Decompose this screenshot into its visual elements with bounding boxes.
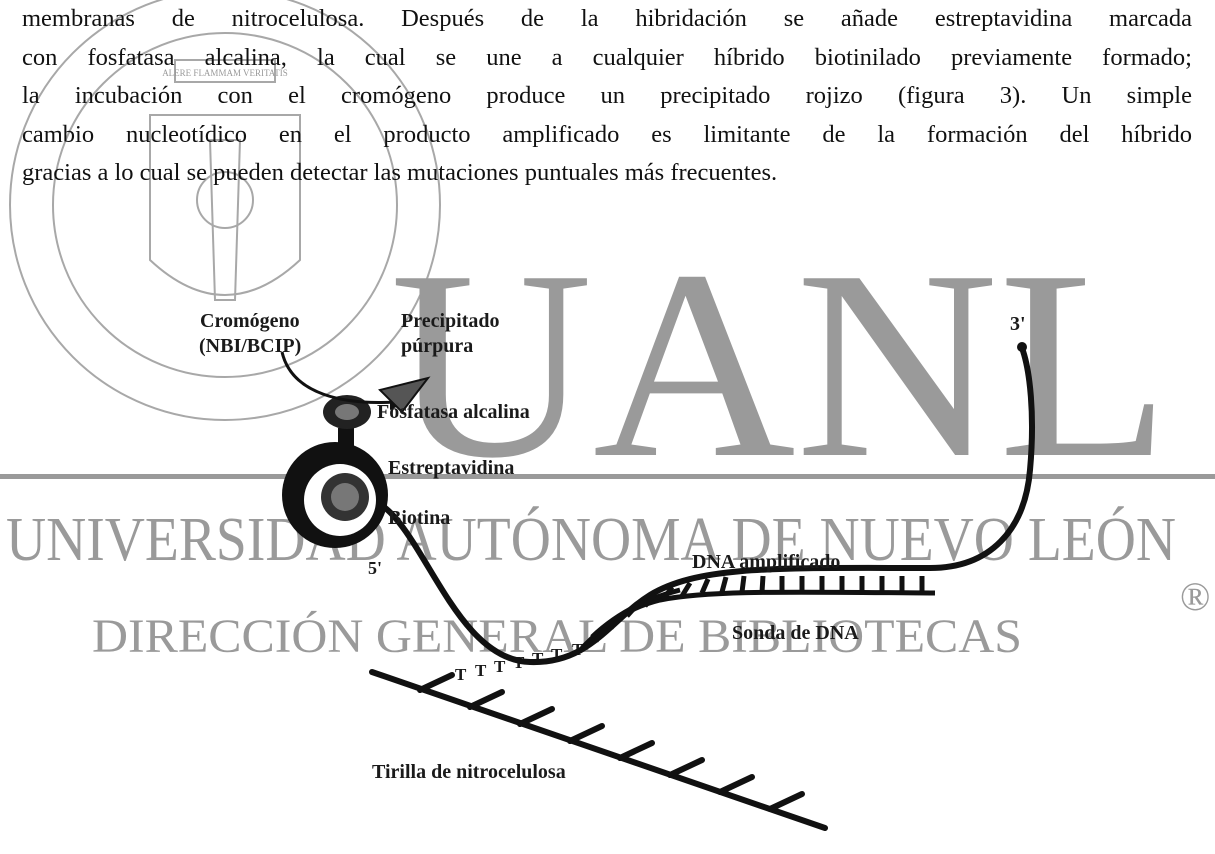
dna-probe — [580, 575, 936, 650]
nitrocellulose-strip — [369, 669, 828, 831]
label-three-prime: 3' — [1010, 313, 1026, 335]
three-prime-end — [1017, 342, 1027, 352]
label-precipitate: Precipitado — [401, 310, 500, 332]
label-amplified-dna: DNA amplificado — [692, 551, 840, 573]
phosphatase-enzyme-highlight — [335, 404, 359, 420]
t-base: T — [455, 665, 467, 684]
paragraph-line: la incubación con el cromógeno produce u… — [22, 82, 1192, 109]
label-streptavidin: Estreptavidina — [388, 457, 514, 479]
t-base: T — [532, 649, 544, 668]
label-nitrocellulose: Tirilla de nitrocelulosa — [372, 761, 566, 783]
label-biotin: Biotina — [388, 507, 450, 529]
paragraph-line: membranas de nitrocelulosa. Después de l… — [22, 5, 1192, 32]
label-chromogen: Cromógeno — [200, 310, 300, 332]
label-dna-probe: Sonda de DNA — [732, 622, 859, 644]
precipitate-icon — [378, 376, 431, 414]
t-base: T — [494, 657, 506, 676]
biotin-sphere-highlight — [331, 483, 359, 511]
amplified-dna-strand — [364, 345, 1035, 666]
label-precipitate-color: púrpura — [401, 335, 473, 357]
paragraph-line: gracias a lo cual se pueden detectar las… — [22, 159, 778, 186]
paragraph-line: con fosfatasa alcalina, la cual se une a… — [22, 43, 1192, 71]
paragraph-line: cambio nucleotídico en el producto ampli… — [22, 120, 1192, 148]
chromogen-arrow — [280, 351, 396, 404]
label-five-prime: 5' — [368, 558, 382, 578]
body-paragraph: membranas de nitrocelulosa. Después de l… — [22, 0, 1192, 193]
label-chromogen-abbr: (NBI/BCIP) — [199, 335, 301, 357]
t-base: T — [475, 661, 487, 680]
label-phosphatase: Fosfatasa alcalina — [377, 401, 530, 423]
